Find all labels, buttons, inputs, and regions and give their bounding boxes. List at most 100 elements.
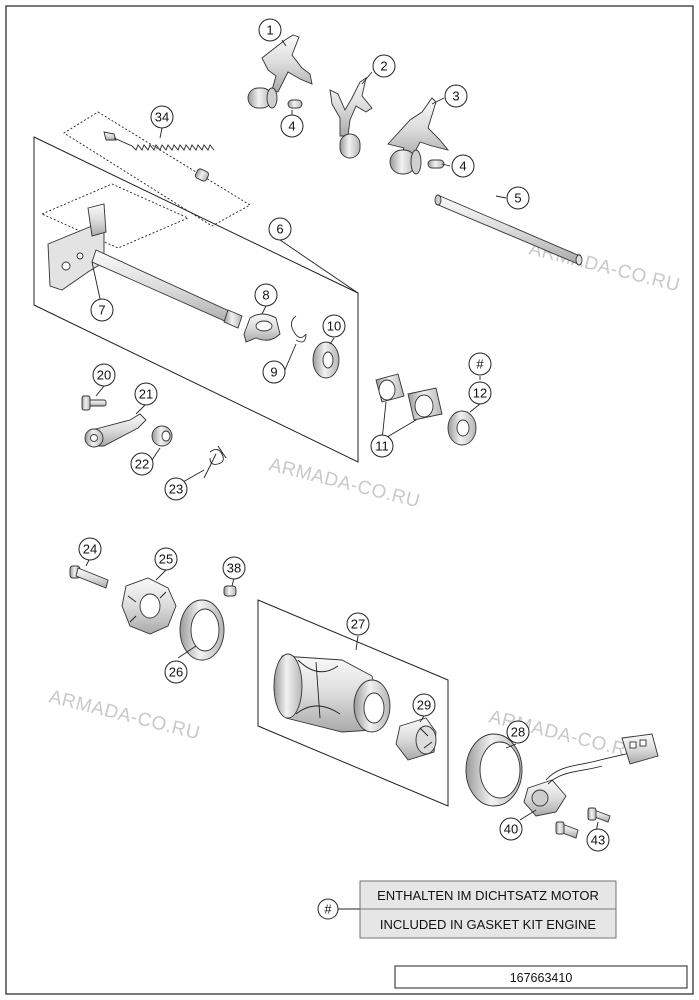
legend-box <box>359 880 617 939</box>
shift-ratchet-8 <box>243 313 281 343</box>
callout-21: 21 <box>134 382 158 406</box>
callout-11-label: 11 <box>375 439 389 454</box>
bushing-22 <box>151 425 173 447</box>
pin-4b <box>427 159 445 169</box>
callout-27-label: 27 <box>351 617 365 632</box>
callout-3: 3 <box>444 84 468 108</box>
callout-9: 9 <box>262 360 286 384</box>
bolt-43 <box>587 807 611 823</box>
callout-1: 1 <box>258 18 282 42</box>
callout-10-label: 10 <box>327 319 341 334</box>
bolt-40a <box>555 821 579 839</box>
circlip-9 <box>291 315 307 343</box>
callout-38: 38 <box>222 556 246 580</box>
callout-2-label: 2 <box>380 59 387 74</box>
callout-9-label: 9 <box>270 365 277 380</box>
callout-28: 28 <box>506 720 530 744</box>
callout-26-label: 26 <box>169 665 183 680</box>
needle-bearing-11b <box>407 387 443 421</box>
page-frame <box>5 5 694 995</box>
shaft-seal-12 <box>447 410 477 446</box>
callout-23-label: 23 <box>169 482 183 497</box>
washer-10 <box>312 341 340 379</box>
callout-6: 6 <box>268 217 292 241</box>
needle-bearing-11a <box>375 373 405 403</box>
callout-21-label: 21 <box>139 387 153 402</box>
callout-4b: 4 <box>451 154 475 178</box>
callout-23: 23 <box>164 477 188 501</box>
callout-hash-label: # <box>476 357 484 372</box>
callout-4b-label: 4 <box>459 159 466 174</box>
callout-5: 5 <box>506 186 530 210</box>
spring-assembly-34 <box>103 131 215 182</box>
callout-7-label: 7 <box>98 303 105 318</box>
screw-38 <box>223 585 237 597</box>
callout-43-label: 43 <box>591 833 605 848</box>
callout-38-label: 38 <box>227 561 241 576</box>
callout-28-label: 28 <box>511 725 525 740</box>
fork-shaft-5 <box>434 194 583 266</box>
callout-34: 34 <box>150 105 174 129</box>
bolt-24 <box>69 565 109 589</box>
group-box-34 <box>63 111 251 227</box>
callout-34-label: 34 <box>155 110 169 125</box>
callout-20: 20 <box>92 363 116 387</box>
shift-shaft-6 <box>47 203 243 329</box>
legend: # ENTHALTEN IM DICHTSATZ MOTOR INCLUDED … <box>317 880 617 939</box>
callout-24-label: 24 <box>83 542 97 557</box>
callout-40-label: 40 <box>504 822 518 837</box>
legend-line-1: ENTHALTEN IM DICHTSATZ MOTOR <box>377 888 599 903</box>
callout-12: 12 <box>468 381 492 405</box>
legend-line-2: INCLUDED IN GASKET KIT ENGINE <box>380 917 597 932</box>
gear-position-sensor-40 <box>523 733 659 817</box>
callout-29-label: 29 <box>417 698 431 713</box>
document-number-box: 167663410 <box>394 965 688 989</box>
shift-drum-locating-25 <box>121 577 177 635</box>
callout-24: 24 <box>78 537 102 561</box>
watermark-3: ARMADA-CO.RU <box>47 686 202 744</box>
seal-ring-26 <box>179 599 225 661</box>
callout-hash: # <box>468 352 492 376</box>
pin-4a <box>287 99 303 109</box>
callout-3-label: 3 <box>452 89 459 104</box>
legend-symbol: # <box>324 902 332 917</box>
lever-21 <box>84 413 147 448</box>
callout-43: 43 <box>586 828 610 852</box>
callout-10: 10 <box>322 314 346 338</box>
shift-fork-1 <box>247 34 313 109</box>
sensor-rotor-29 <box>395 717 437 761</box>
callout-22-label: 22 <box>135 457 149 472</box>
callout-11: 11 <box>370 434 394 458</box>
callout-25: 25 <box>154 547 178 571</box>
document-number: 167663410 <box>510 971 573 985</box>
spring-23 <box>203 445 227 479</box>
shift-fork-2 <box>329 77 373 159</box>
callout-8: 8 <box>254 283 278 307</box>
callout-27: 27 <box>346 612 370 636</box>
bearing-ring-28 <box>465 733 523 807</box>
callout-40: 40 <box>499 817 523 841</box>
shift-fork-3 <box>387 97 450 175</box>
callouts: 1 2 3 4 4 5 6 7 8 9 10 11 # 12 20 21 22 … <box>78 18 610 852</box>
spring-coil <box>131 144 215 151</box>
callout-8-label: 8 <box>262 288 269 303</box>
callout-5-label: 5 <box>514 191 521 206</box>
callout-29: 29 <box>412 693 436 717</box>
bolt-20 <box>81 395 107 411</box>
watermark-2: ARMADA-CO.RU <box>267 454 422 512</box>
callout-20-label: 20 <box>97 368 111 383</box>
callout-1-label: 1 <box>266 23 273 38</box>
callout-2: 2 <box>372 54 396 78</box>
group-box-6 <box>33 136 359 463</box>
callout-25-label: 25 <box>159 552 173 567</box>
callout-12-label: 12 <box>473 386 487 401</box>
callout-4a-label: 4 <box>288 119 295 134</box>
callout-6-label: 6 <box>276 222 283 237</box>
callout-26: 26 <box>164 660 188 684</box>
document-number-frame <box>394 965 688 989</box>
shift-drum-27 <box>273 653 391 733</box>
callout-7: 7 <box>90 298 114 322</box>
callout-22: 22 <box>130 452 154 476</box>
group-box-27 <box>257 599 449 807</box>
